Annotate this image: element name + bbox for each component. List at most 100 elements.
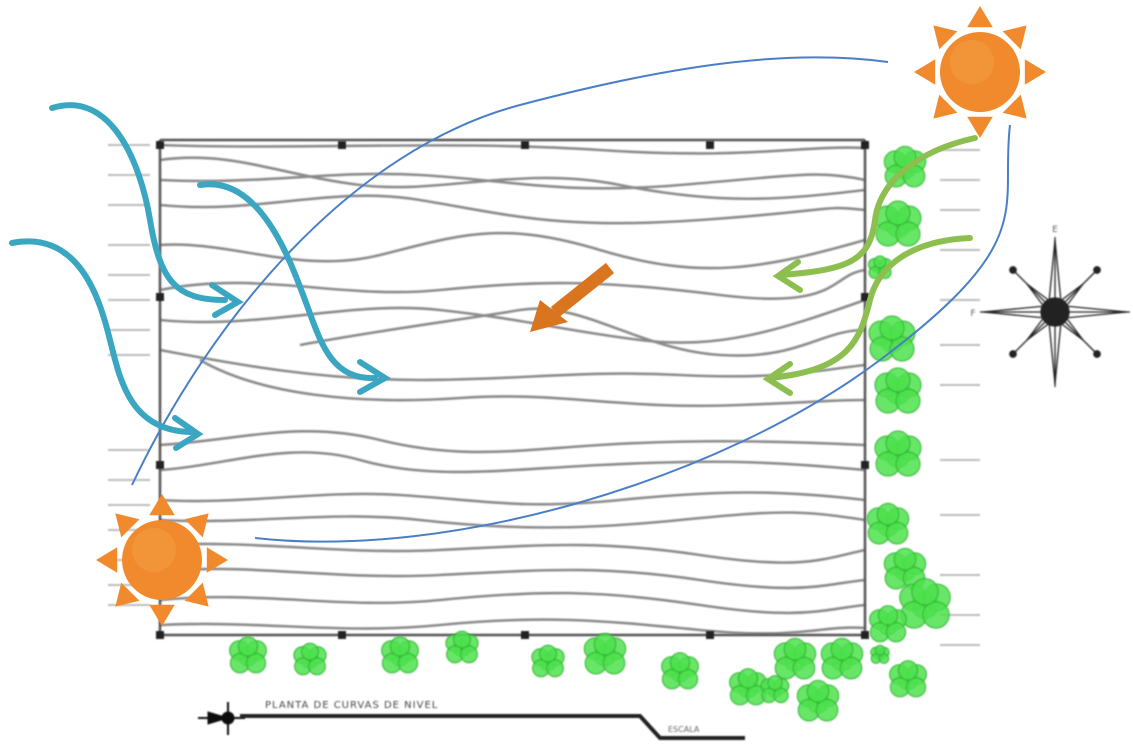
wind-arrow-head: [357, 359, 391, 395]
contour-line: [159, 298, 866, 344]
grid-marker: [861, 293, 869, 301]
contour-lines: [159, 143, 866, 635]
contour-line: [159, 268, 866, 300]
tree-icon: [874, 430, 922, 477]
tree-icon: [889, 660, 927, 698]
grid-marker: [521, 141, 529, 149]
contour-line: [159, 591, 866, 615]
sun-ray: [149, 604, 175, 626]
north-arrow-icon: [198, 702, 245, 735]
contour-line: [179, 567, 866, 590]
contour-line: [159, 491, 866, 506]
tree-icon: [773, 637, 817, 680]
contour-line: [199, 358, 866, 408]
solar-path: [131, 56, 1011, 543]
tree-icon: [445, 630, 479, 664]
vegetation-arrows: [762, 135, 978, 396]
vegetation-arrow-head: [772, 259, 803, 293]
tree-icon: [883, 547, 927, 590]
grid-marker: [338, 631, 346, 639]
tree-icon: [531, 644, 565, 678]
sun-disc: [940, 32, 1020, 112]
contour-line: [159, 542, 866, 564]
contour-line: [159, 172, 866, 190]
tree-icon: [874, 200, 922, 247]
tree-icon: [760, 675, 790, 704]
tree-icon: [874, 367, 922, 414]
tree-icon: [381, 636, 419, 674]
sun-ray: [967, 116, 993, 138]
sun-icon-bottom-left: [96, 494, 228, 626]
wind-arrow-head: [209, 282, 244, 318]
tree-icon: [729, 668, 767, 706]
sun-ray: [206, 547, 228, 573]
grid-marker: [156, 631, 164, 639]
grid-marker: [861, 631, 869, 639]
plan-title: PLANTA DE CURVAS DE NIVEL: [265, 700, 438, 711]
tree-icon: [868, 315, 916, 362]
sun-ray: [115, 513, 140, 538]
compass-north-label: E: [1052, 225, 1058, 235]
sun-ray: [1002, 94, 1027, 119]
wind-arrow-head: [172, 415, 204, 451]
contour-line: [159, 618, 866, 635]
contour-line: [159, 143, 866, 155]
grid-marker: [861, 461, 869, 469]
sun-ray: [115, 582, 140, 607]
grid-marker: [861, 141, 869, 149]
sun-ray: [149, 494, 175, 516]
sun-ray: [1024, 59, 1046, 85]
wind-arrow: [9, 238, 193, 435]
sun-icon-top-right: [914, 6, 1046, 138]
contour-line: [299, 307, 866, 357]
contour-line: [159, 194, 866, 225]
sun-ray: [914, 59, 936, 85]
solar-path-arc-lower: [254, 124, 1011, 543]
tree-icon: [899, 578, 951, 629]
site-boundary: [158, 138, 867, 637]
sun-ray: [933, 94, 958, 119]
sun-ray: [967, 6, 993, 28]
sun-ray: [96, 547, 118, 573]
tree-icon: [820, 637, 864, 680]
tree-icon: [866, 502, 910, 545]
contour-line: [159, 429, 866, 454]
vegetation-arrow: [777, 135, 978, 278]
grid-marker: [338, 141, 346, 149]
vegetation-arrow-head: [762, 361, 793, 396]
sun-ray: [933, 25, 958, 50]
wind-arrow: [197, 181, 378, 382]
tree-icon: [870, 644, 890, 664]
wind-arrow: [49, 102, 228, 303]
compass-west-label: F: [970, 309, 975, 319]
sun-ray: [184, 513, 209, 538]
tree-icon: [229, 636, 267, 674]
solar-path-arc-upper: [131, 56, 889, 486]
tree-icon: [869, 605, 907, 643]
grid-marker: [156, 461, 164, 469]
plan-title-block: PLANTA DE CURVAS DE NIVEL ESCALA: [198, 700, 745, 740]
grid-marker: [521, 631, 529, 639]
contour-line: [159, 451, 866, 474]
compass-rose-icon: E F I: [970, 225, 1130, 387]
grid-marker: [706, 631, 714, 639]
contour-line: [159, 231, 866, 270]
tree-icon: [661, 652, 699, 690]
direction-arrow: [530, 262, 615, 332]
sun-disc: [122, 520, 202, 600]
tree-icon: [583, 632, 627, 675]
contour-line: [159, 511, 866, 529]
scale-label: ESCALA: [668, 725, 700, 734]
grid-marker: [706, 141, 714, 149]
sun-ray: [184, 582, 209, 607]
tree-icon: [796, 679, 840, 722]
sun-ray: [1002, 25, 1027, 50]
grid-marker: [156, 293, 164, 301]
grid-marker: [156, 141, 164, 149]
vegetation-arrow: [767, 235, 973, 381]
tree-icon: [293, 642, 327, 676]
wind-arrows: [9, 102, 391, 451]
vegetation: [229, 145, 951, 722]
